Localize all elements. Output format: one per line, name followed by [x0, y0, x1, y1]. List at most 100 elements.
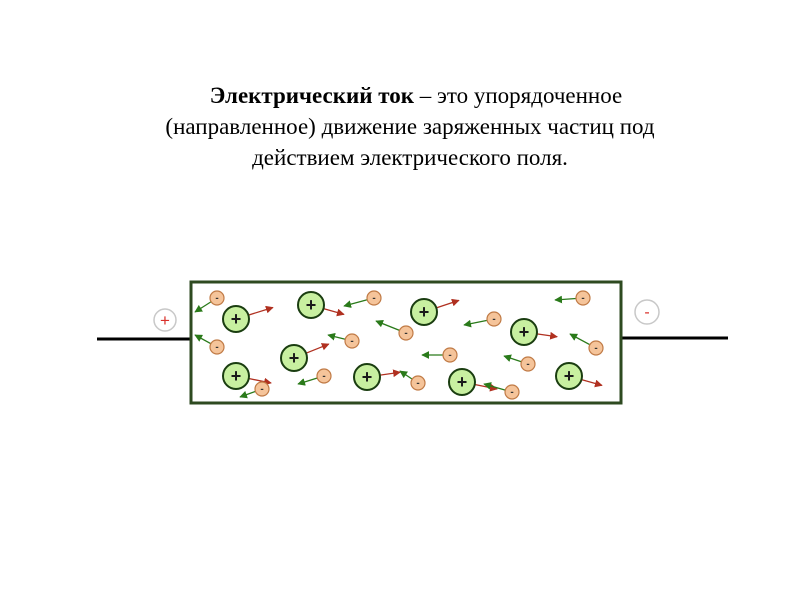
definition-line-3: действием электрического поля.: [252, 145, 568, 170]
positive-ion: +: [555, 362, 603, 390]
electron: -: [554, 290, 591, 306]
positive-ion: +: [448, 368, 498, 396]
electron-sign: -: [581, 293, 584, 304]
electron-arrow: [399, 370, 413, 380]
ion-circle: [280, 344, 308, 372]
electron-circle: [504, 384, 520, 400]
ion-circle: [297, 291, 325, 319]
positive-terminal-circle: [153, 308, 177, 332]
positive-ion: +: [510, 318, 558, 346]
electrons: - - - - - - - - - - - - - -: [194, 290, 604, 400]
electron: -: [503, 354, 536, 372]
ion-circle: [222, 305, 250, 333]
electron-arrow: [503, 354, 522, 363]
electron-sign: -: [594, 343, 597, 354]
ion-sign: +: [289, 348, 300, 368]
electron-sign: -: [510, 387, 513, 398]
negative-terminal-circle: [634, 299, 660, 325]
electron-sign: -: [404, 328, 407, 339]
ion-circle: [410, 298, 438, 326]
electron-arrow: [554, 295, 577, 304]
ion-sign: +: [419, 302, 430, 322]
positive-ion: +: [353, 363, 401, 391]
ion-arrow: [305, 343, 330, 354]
ion-sign: +: [457, 372, 468, 392]
electron-sign: -: [526, 359, 529, 370]
positive-terminal: +: [153, 308, 177, 332]
positive-ion: +: [280, 343, 330, 372]
electron-circle: [366, 290, 382, 306]
definition-term: Электрический ток: [209, 83, 414, 108]
ion-sign: +: [564, 366, 575, 386]
electron: -: [239, 381, 270, 399]
electron: -: [399, 370, 426, 391]
ion-circle: [448, 368, 476, 396]
electron-arrow: [194, 334, 212, 345]
definition-line-1-rest: – это упорядоченное: [413, 83, 623, 108]
electron: -: [194, 334, 225, 355]
positive-ion: +: [222, 305, 274, 333]
electron-arrow: [483, 382, 506, 391]
electron: -: [343, 290, 382, 308]
ion-arrow: [248, 305, 274, 316]
electron-circle: [344, 333, 360, 349]
definition-line-1: Электрический ток – это упорядоченное: [110, 80, 710, 111]
ion-arrow: [536, 331, 558, 340]
ion-sign: +: [306, 295, 317, 315]
ion-circle: [510, 318, 538, 346]
electron-circle: [398, 325, 414, 341]
ion-circle: [222, 362, 250, 390]
electron-circle: [588, 340, 604, 356]
positive-ion: +: [410, 298, 460, 326]
electron: -: [421, 347, 458, 363]
negative-terminal: -: [634, 299, 660, 325]
ion-arrow: [581, 378, 603, 388]
electron-circle: [442, 347, 458, 363]
electron-arrow: [569, 333, 591, 346]
negative-terminal-label: -: [644, 304, 649, 321]
electron: -: [375, 319, 414, 341]
ion-circle: [555, 362, 583, 390]
electron-sign: -: [215, 293, 218, 304]
electron: -: [463, 311, 502, 328]
electron-arrow: [194, 301, 212, 313]
electron-circle: [575, 290, 591, 306]
electron-sign: -: [215, 342, 218, 353]
electron: -: [483, 382, 520, 400]
ion-arrow: [323, 307, 345, 317]
electron-circle: [520, 356, 536, 372]
ion-sign: +: [519, 322, 530, 342]
electron: -: [297, 368, 332, 386]
electron-circle: [209, 339, 225, 355]
electron-circle: [209, 290, 225, 306]
ion-arrow: [248, 377, 272, 386]
electron-sign: -: [322, 371, 325, 382]
positive-ions: + + + + + + + + +: [222, 291, 603, 396]
electron-circle: [486, 311, 502, 327]
electron-sign: -: [416, 378, 419, 389]
electron-circle: [254, 381, 270, 397]
electron-circle: [410, 375, 426, 391]
positive-ion: +: [297, 291, 345, 319]
electron-circle: [316, 368, 332, 384]
ion-sign: +: [231, 309, 242, 329]
electron-arrow: [327, 332, 346, 341]
electron: -: [194, 290, 225, 313]
electron-arrow: [297, 377, 318, 386]
positive-ion: +: [222, 362, 272, 390]
electron-sign: -: [372, 293, 375, 304]
ion-arrow: [379, 369, 401, 378]
electron-arrow: [375, 319, 400, 332]
ion-sign: +: [231, 366, 242, 386]
electron-arrow: [463, 319, 488, 328]
positive-terminal-label: +: [160, 311, 170, 330]
electron: -: [327, 332, 360, 349]
ion-sign: +: [362, 367, 373, 387]
definition-text: Электрический ток – это упорядоченное (н…: [110, 80, 710, 173]
electron-arrow: [343, 299, 368, 308]
electron-sign: -: [492, 314, 495, 325]
ion-arrow: [436, 298, 460, 309]
electron-sign: -: [260, 384, 263, 395]
electron: -: [569, 333, 604, 356]
